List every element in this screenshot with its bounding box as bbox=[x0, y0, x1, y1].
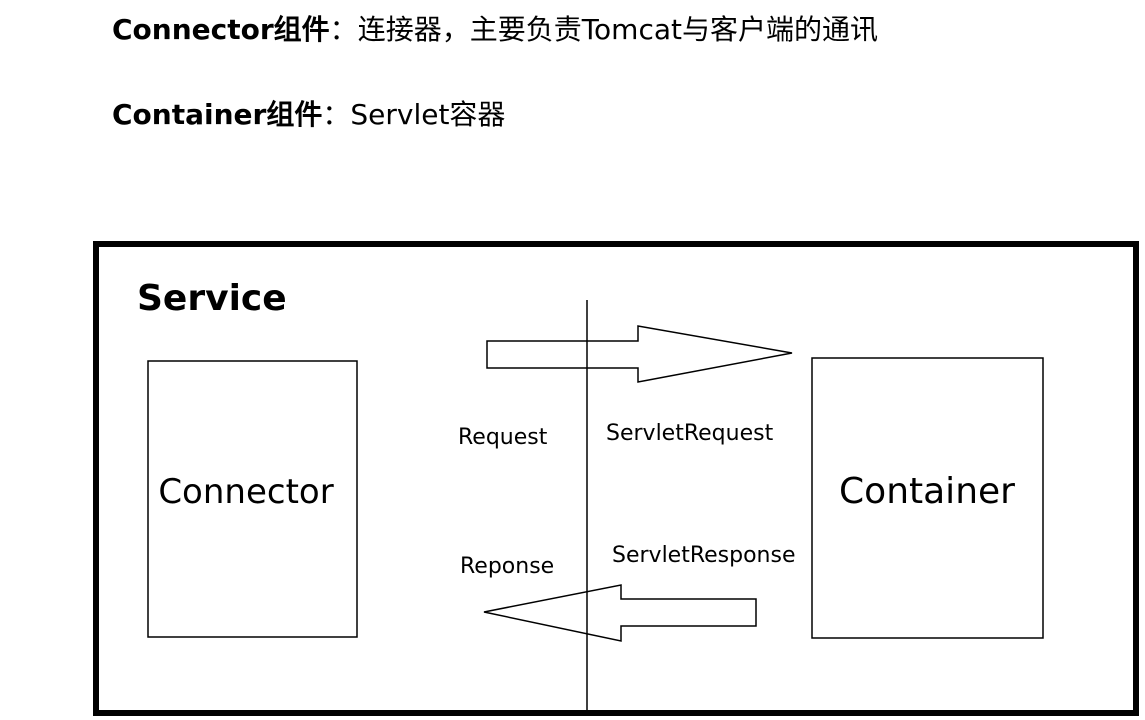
container-term: Container组件 bbox=[112, 98, 323, 131]
container-description: Servlet容器 bbox=[350, 98, 506, 131]
service-label: Service bbox=[137, 278, 287, 319]
connector-term: Connector组件 bbox=[112, 13, 330, 46]
container-label: Container bbox=[839, 471, 1015, 512]
request-label: Request bbox=[458, 425, 548, 450]
connector-description: 连接器，主要负责Tomcat与客户端的通讯 bbox=[357, 13, 878, 46]
request-arrow bbox=[486, 325, 793, 383]
service-frame bbox=[93, 241, 1139, 716]
container-definition: Container组件：Servlet容器 bbox=[112, 98, 505, 132]
container-separator: ： bbox=[322, 98, 351, 131]
connector-definition: Connector组件：连接器，主要负责Tomcat与客户端的通讯 bbox=[112, 13, 878, 47]
connector-separator: ： bbox=[329, 13, 358, 46]
connector-label: Connector bbox=[158, 472, 333, 512]
servlet-request-label: ServletRequest bbox=[606, 421, 774, 446]
connector-box bbox=[147, 360, 358, 638]
response-label: Reponse bbox=[460, 554, 554, 579]
container-box bbox=[811, 357, 1044, 639]
servlet-response-label: ServletResponse bbox=[612, 543, 796, 568]
response-arrow bbox=[483, 584, 757, 642]
